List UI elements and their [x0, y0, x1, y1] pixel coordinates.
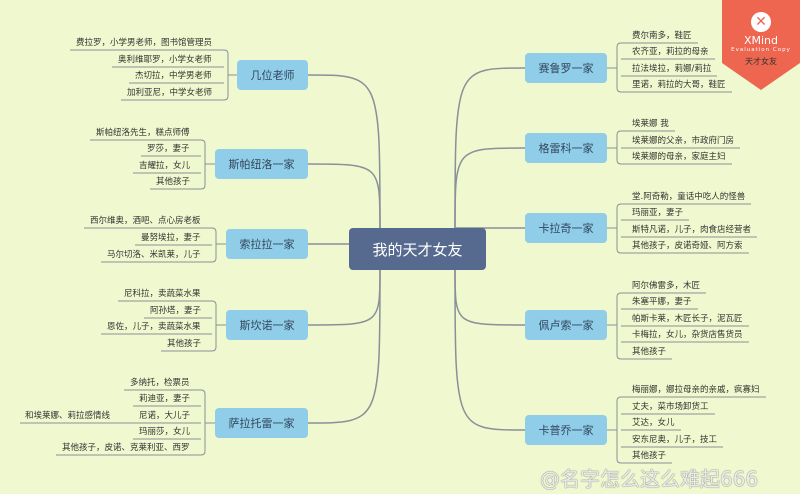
leaf-item[interactable]: 罗莎，妻子: [147, 144, 190, 154]
connector: [454, 269, 526, 431]
branch-8[interactable]: 卡拉奇一家: [525, 213, 607, 243]
leaf-item[interactable]: 其他孩子: [632, 451, 667, 461]
connector: [616, 203, 622, 254]
leaf-item[interactable]: 费尔南多，鞋匠: [632, 31, 692, 41]
connector: [307, 269, 381, 424]
branch-10[interactable]: 卡普乔一家: [525, 415, 607, 445]
leaf-item[interactable]: 埃莱娜的母亲，家庭主妇: [632, 152, 726, 162]
branch-9[interactable]: 佩卢索一家: [525, 310, 607, 340]
leaf-item[interactable]: 杰切拉，中学男老师: [135, 71, 212, 81]
leaf-item[interactable]: 西尔维奥，酒吧、点心房老板: [90, 216, 201, 226]
leaf-item[interactable]: 恩佐，儿子，卖蔬菜水果: [107, 322, 201, 332]
leaf-item[interactable]: 奥利维耶罗，小学女老师: [118, 55, 212, 65]
branch-3[interactable]: 索拉拉一家: [226, 229, 308, 259]
branch-7[interactable]: 格雷科一家: [525, 133, 607, 163]
branch-5[interactable]: 萨拉托雷一家: [215, 408, 308, 438]
branch-1[interactable]: 几位老师: [237, 60, 308, 90]
xmind-x-icon: ✕: [751, 12, 771, 32]
connector: [223, 49, 229, 101]
leaf-item[interactable]: 里诺，莉拉的大哥，鞋匠: [632, 80, 726, 90]
leaf-item[interactable]: 玛丽莎，女儿: [139, 427, 191, 437]
leaf-item[interactable]: 其他孩子: [156, 177, 191, 187]
leaf-item[interactable]: 尼科拉，卖蔬菜水果: [124, 289, 201, 299]
connector: [200, 139, 206, 190]
leaf-item[interactable]: 朱塞平娜，妻子: [632, 297, 692, 307]
leaf-item[interactable]: 帕斯卡莱，木匠长子，泥瓦匠: [632, 314, 743, 324]
leaf-item[interactable]: 曼努埃拉，妻子: [141, 233, 201, 243]
leaf-item[interactable]: 梅丽娜，娜拉母亲的亲戚，疯寡妇: [632, 385, 760, 395]
sub-leaf[interactable]: 和埃莱娜、莉拉感情线: [25, 411, 111, 421]
leaf-item[interactable]: 多纳托，检票员: [130, 378, 190, 388]
connector: [307, 163, 381, 229]
connector: [454, 147, 526, 229]
leaf-item[interactable]: 费拉罗，小学男老师，图书馆管理员: [76, 38, 213, 48]
leaf-item[interactable]: 安东尼奥，儿子，技工: [632, 435, 718, 445]
connector: [307, 74, 381, 229]
leaf-item[interactable]: 其他孩子，皮诺、克莱利亚、西罗: [62, 443, 190, 453]
leaf-item[interactable]: 其他孩子: [167, 339, 202, 349]
leaf-item[interactable]: 加利亚尼，中学女老师: [127, 88, 213, 98]
leaf-item[interactable]: 马尔切洛、米凯莱，儿子: [107, 250, 201, 260]
leaf-item[interactable]: 其他孩子，皮诺奇娅、阿方索: [632, 241, 743, 251]
leaf-item[interactable]: 阿尔佛雷多，木匠: [632, 281, 701, 291]
badge-title: 天才女友: [745, 57, 777, 66]
leaf-item[interactable]: 阿孙塔，妻子: [150, 306, 202, 316]
badge-note: Evaluation Copy: [731, 47, 791, 53]
central-topic[interactable]: 我的天才女友: [349, 228, 486, 270]
connector: [616, 42, 622, 93]
leaf-item[interactable]: 艾达，女儿: [632, 418, 675, 428]
connector: [200, 389, 206, 456]
leaf-item[interactable]: 尼诺，大儿子: [139, 411, 191, 421]
connector: [307, 269, 381, 326]
connector: [616, 292, 622, 360]
connector: [211, 300, 217, 352]
leaf-item[interactable]: 吉耀拉，女儿: [139, 161, 191, 171]
connector: [616, 130, 622, 165]
leaf-item[interactable]: 莉迪亚，妻子: [139, 394, 191, 404]
leaf-item[interactable]: 丈夫，菜市场卸货工: [632, 402, 709, 412]
leaf-item[interactable]: 斯帕纽洛先生，糕点师傅: [96, 128, 190, 138]
leaf-item[interactable]: 堂.阿奇勒，童话中吃人的怪兽: [632, 192, 746, 202]
leaf-item[interactable]: 拉法埃拉，莉娜/莉拉: [632, 64, 712, 74]
leaf-item[interactable]: 斯特凡诺，儿子，肉食店经营者: [632, 225, 752, 235]
leaf-item[interactable]: 卡梅拉，女儿，杂货店售货员: [632, 330, 743, 340]
leaf-item[interactable]: 埃莱娜的父亲，市政府门房: [632, 136, 735, 146]
leaf-item[interactable]: 农齐亚，莉拉的母亲: [632, 47, 709, 57]
watermark: @名字怎么这么难起666: [540, 467, 759, 491]
leaf-item[interactable]: 其他孩子: [632, 347, 667, 357]
branch-2[interactable]: 斯帕纽洛一家: [215, 149, 308, 179]
leaf-item[interactable]: 埃莱娜 我: [632, 119, 669, 129]
leaf-item[interactable]: 玛丽亚，妻子: [632, 208, 684, 218]
connector: [616, 396, 622, 464]
branch-6[interactable]: 赛鲁罗一家: [525, 53, 607, 83]
connector: [454, 67, 526, 229]
branch-4[interactable]: 斯坎诺一家: [226, 310, 308, 340]
connector: [211, 227, 217, 263]
badge-brand: XMind: [743, 34, 779, 47]
connector: [454, 269, 526, 326]
